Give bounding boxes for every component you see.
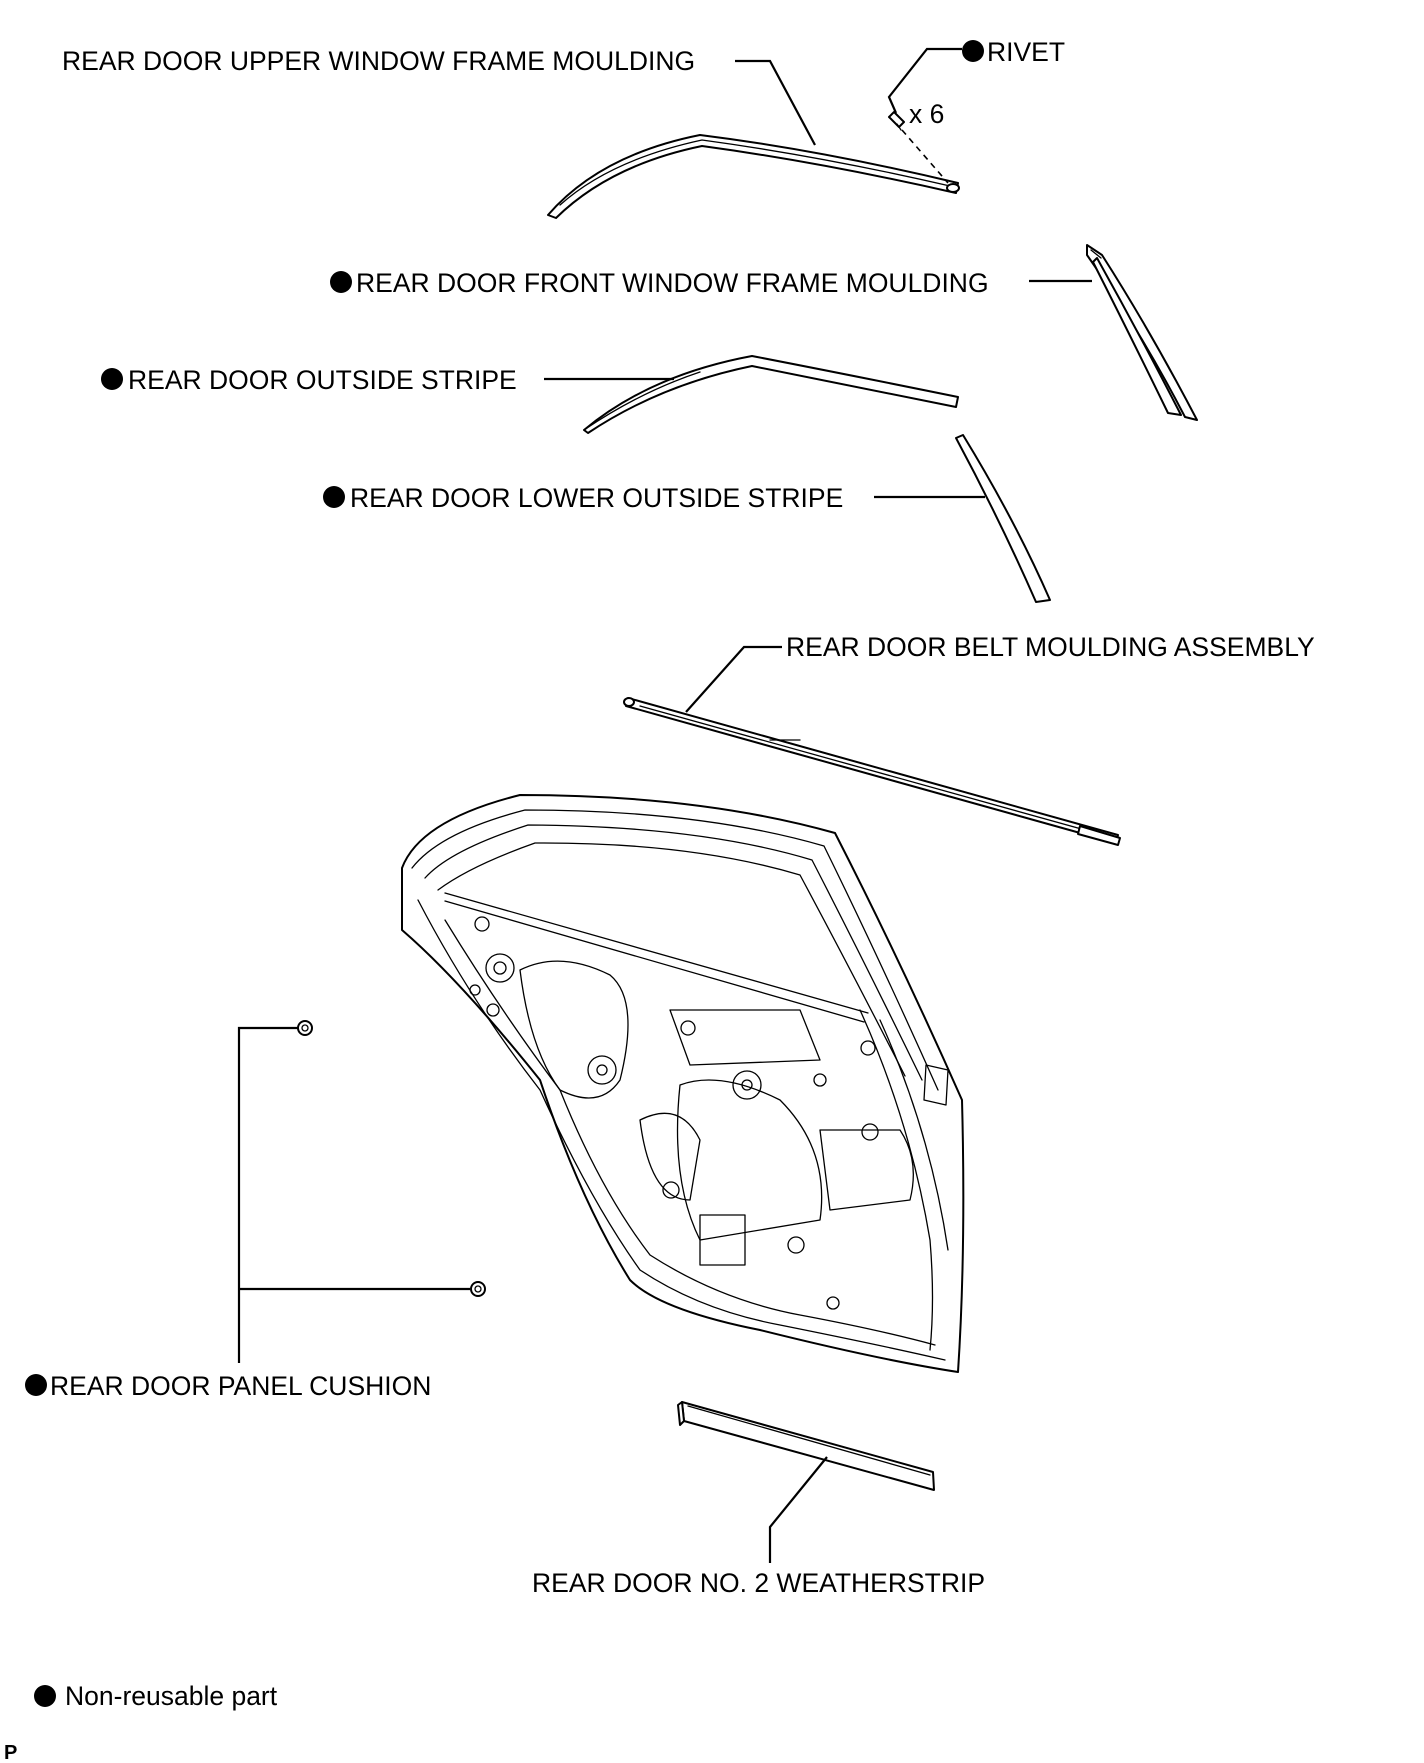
front-window-frame-moulding-part [1086,244,1198,421]
lower-outside-stripe-non-reusable-icon [323,486,345,508]
panel-cushion-label: REAR DOOR PANEL CUSHION [50,1371,431,1401]
weatherstrip-leader [768,1456,828,1563]
legend-text: Non-reusable part [65,1681,278,1711]
upper-frame-moulding-label: REAR DOOR UPPER WINDOW FRAME MOULDING [62,46,695,76]
weatherstrip-label: REAR DOOR NO. 2 WEATHERSTRIP [532,1568,985,1598]
outside-stripe-label: REAR DOOR OUTSIDE STRIPE [128,365,517,395]
rivet-label: RIVET [987,37,1065,67]
front-frame-moulding-label: REAR DOOR FRONT WINDOW FRAME MOULDING [356,268,989,298]
outside-stripe-non-reusable-icon [101,368,123,390]
outside-stripe-part [583,355,959,434]
upper-window-frame-moulding-part [547,134,960,219]
rivet-part [888,111,949,184]
upper-frame-moulding-leader [735,59,816,146]
no2-weatherstrip-part [677,1401,935,1491]
corner-tag: P [4,1742,17,1763]
belt-moulding-label: REAR DOOR BELT MOULDING ASSEMBLY [786,632,1315,662]
belt-moulding-assembly-part [623,697,1121,846]
legend-non-reusable-icon [34,1685,56,1707]
rivet-non-reusable-icon [962,40,984,62]
panel-cushion-leader [237,1026,298,1363]
front-frame-moulding-non-reusable-icon [330,271,352,293]
lower-outside-stripe-label: REAR DOOR LOWER OUTSIDE STRIPE [350,483,843,513]
belt-moulding-leader [685,645,782,713]
panel-cushion-part-lower [470,1281,486,1297]
rivet-leader [887,47,962,114]
rear-door-panel [401,794,965,1373]
rivet-quantity: x 6 [909,99,944,129]
lower-outside-stripe-part [955,434,1051,603]
panel-cushion-part-upper [297,1020,313,1036]
panel-cushion-non-reusable-icon [25,1374,47,1396]
